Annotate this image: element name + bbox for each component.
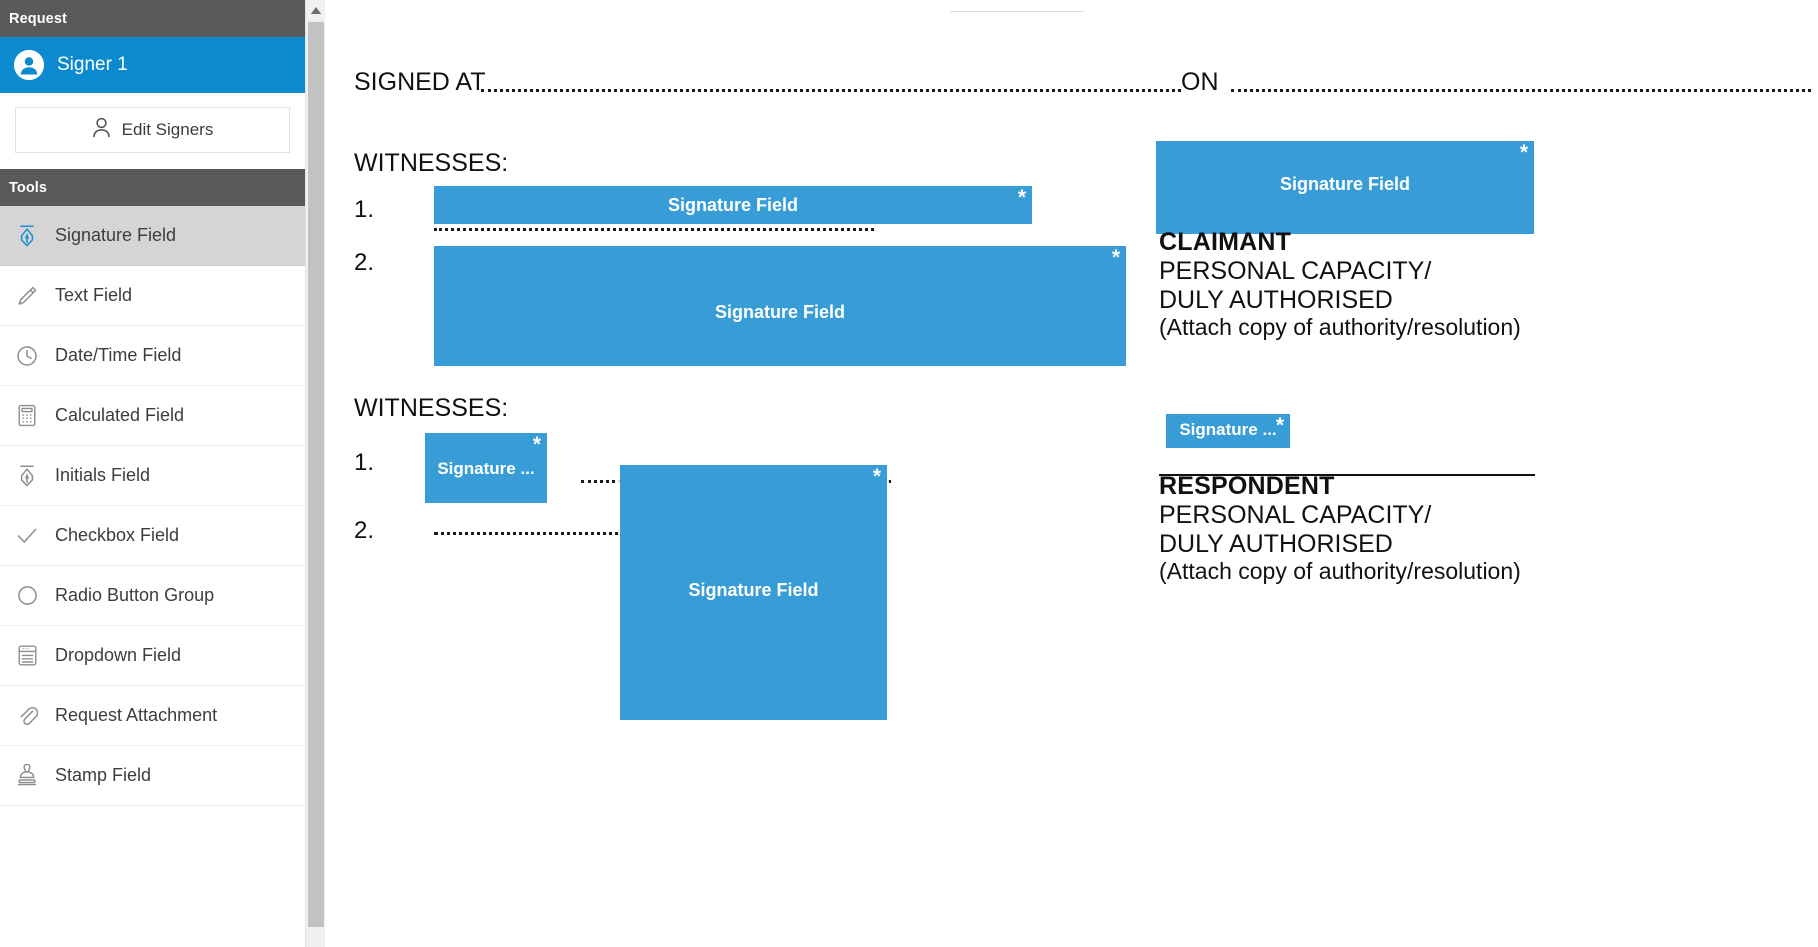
checkmark-icon — [14, 527, 40, 545]
paperclip-icon — [14, 704, 40, 727]
witness-number-1a: 1. — [354, 196, 375, 223]
tool-item-signature-field[interactable]: Signature Field — [0, 206, 305, 266]
sidebar-scrollbar[interactable] — [305, 0, 325, 947]
tool-item-text-field[interactable]: Text Field — [0, 266, 305, 326]
claimant-line-2: DULY AUTHORISED — [1159, 285, 1393, 314]
respondent-signature-rule — [1159, 474, 1535, 476]
claimant-note: (Attach copy of authority/resolution) — [1159, 314, 1521, 341]
witness-number-1b: 1. — [354, 449, 375, 476]
page-top-divider — [950, 11, 1084, 12]
signature-field-respondent[interactable]: Signature ... * — [1166, 414, 1290, 448]
tool-item-stamp-field[interactable]: Stamp Field — [0, 746, 305, 806]
witness-number-2a: 2. — [354, 249, 375, 276]
tools-section-header: Tools — [0, 169, 305, 206]
circle-icon — [14, 585, 40, 606]
witnesses-heading-2: WITNESSES: — [354, 394, 509, 422]
user-avatar-icon — [14, 50, 44, 80]
tool-label: Stamp Field — [55, 765, 152, 785]
edit-signers-button[interactable]: Edit Signers — [15, 107, 290, 153]
claimant-block: CLAIMANT PERSONAL CAPACITY/ DULY AUTHORI… — [1159, 228, 1521, 341]
claimant-line-1: PERSONAL CAPACITY/ — [1159, 256, 1432, 285]
pen-nib-icon — [14, 224, 40, 248]
tool-item-request-attachment[interactable]: Request Attachment — [0, 686, 305, 746]
required-asterisk: * — [872, 465, 881, 488]
respondent-line-2: DULY AUTHORISED — [1159, 529, 1393, 558]
signature-field-claimant[interactable]: Signature Field * — [1156, 141, 1534, 234]
request-section-title: Request — [9, 10, 67, 27]
respondent-block: RESPONDENT PERSONAL CAPACITY/ DULY AUTHO… — [1159, 472, 1521, 585]
stamp-icon — [14, 764, 40, 787]
tool-label: Calculated Field — [55, 405, 185, 425]
tool-label: Initials Field — [55, 465, 151, 485]
tool-label: Text Field — [55, 285, 133, 305]
signer-row[interactable]: Signer 1 — [0, 37, 305, 93]
required-asterisk: * — [532, 433, 541, 456]
signature-field-label: Signature Field — [1279, 174, 1411, 194]
signature-field-witness-1b[interactable]: Signature ... * — [425, 433, 547, 503]
calculator-icon — [14, 404, 40, 427]
tool-item-dropdown-field[interactable]: Dropdown Field — [0, 626, 305, 686]
document-canvas[interactable]: SIGNED AT ON WITNESSES: 1. 2. WITNESSES:… — [326, 0, 1818, 947]
tools-list: Signature Field Text Field — [0, 206, 305, 806]
left-sidebar: Request Signer 1 Edit Sign — [0, 0, 305, 947]
request-section-header: Request — [0, 0, 305, 37]
signature-field-label: Signature ... — [1179, 420, 1277, 439]
respondent-line-1: PERSONAL CAPACITY/ — [1159, 500, 1432, 529]
dropdown-list-icon — [14, 644, 40, 667]
tool-item-checkbox-field[interactable]: Checkbox Field — [0, 506, 305, 566]
required-asterisk: * — [1519, 141, 1528, 164]
witness-number-2b: 2. — [354, 517, 375, 544]
tool-label: Date/Time Field — [55, 345, 182, 365]
required-asterisk: * — [1017, 186, 1026, 209]
tool-item-radio-button-group[interactable]: Radio Button Group — [0, 566, 305, 626]
on-dotted-line — [1231, 89, 1811, 92]
respondent-note: (Attach copy of authority/resolution) — [1159, 558, 1521, 585]
tool-label: Signature Field — [55, 225, 177, 245]
pen-nib-icon — [14, 464, 40, 488]
signature-field-label: Signature Field — [667, 194, 799, 215]
signature-field-witness-2b[interactable]: Signature Field * — [620, 465, 887, 720]
tool-item-initials-field[interactable]: Initials Field — [0, 446, 305, 506]
tool-label: Checkbox Field — [55, 525, 180, 545]
tool-label: Dropdown Field — [55, 645, 182, 665]
edit-signers-container: Edit Signers — [0, 93, 305, 169]
signed-at-label: SIGNED AT — [354, 68, 486, 96]
tools-section-title: Tools — [9, 179, 48, 196]
signature-field-label: Signature ... — [437, 459, 535, 478]
witness-1a-dotted-line — [434, 228, 874, 231]
signer-name-label: Signer 1 — [57, 54, 128, 75]
pencil-icon — [14, 285, 40, 307]
required-asterisk: * — [1111, 246, 1120, 269]
edit-signers-label: Edit Signers — [121, 120, 214, 139]
signature-field-witness-1a[interactable]: Signature Field * — [434, 186, 1032, 224]
tool-label: Radio Button Group — [55, 585, 215, 605]
clock-icon — [14, 345, 40, 367]
claimant-title: CLAIMANT — [1159, 228, 1292, 256]
signature-field-label: Signature Field — [714, 302, 846, 322]
tool-item-calculated-field[interactable]: Calculated Field — [0, 386, 305, 446]
signed-at-dotted-line — [481, 89, 1181, 92]
tool-label: Request Attachment — [55, 705, 218, 725]
tool-item-date-time-field[interactable]: Date/Time Field — [0, 326, 305, 386]
required-asterisk: * — [1275, 414, 1284, 437]
signature-field-witness-2a[interactable]: Signature Field * — [434, 246, 1126, 366]
chevron-up-icon[interactable] — [306, 0, 325, 20]
document-page[interactable]: SIGNED AT ON WITNESSES: 1. 2. WITNESSES:… — [326, 0, 1818, 947]
person-icon — [92, 117, 111, 143]
respondent-title: RESPONDENT — [1159, 472, 1335, 500]
on-label: ON — [1181, 68, 1219, 96]
signature-field-label: Signature Field — [688, 580, 819, 600]
witnesses-heading-1: WITNESSES: — [354, 149, 509, 177]
scrollbar-thumb[interactable] — [308, 22, 324, 927]
